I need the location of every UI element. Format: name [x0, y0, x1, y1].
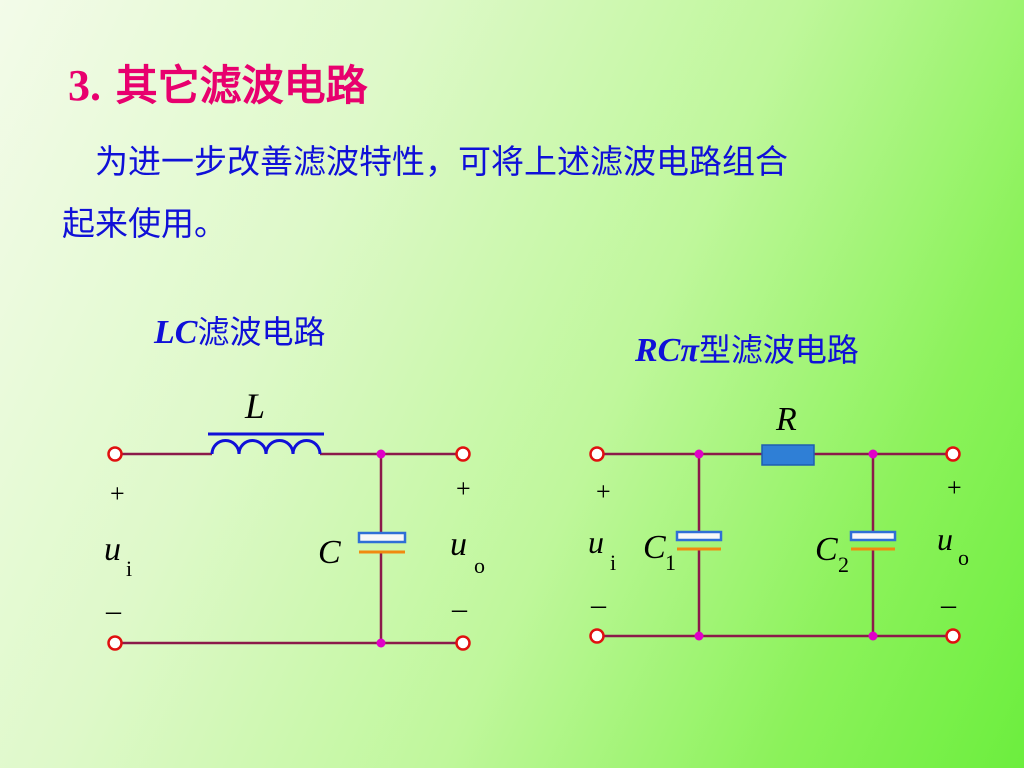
rc-c1-sub: 1	[665, 550, 676, 575]
rc-input-voltage-sub: i	[610, 550, 616, 575]
lc-input-voltage-sub: i	[126, 556, 132, 581]
rc-input-top-terminal	[589, 446, 605, 462]
lc-input-top-terminal	[107, 446, 123, 462]
lc-input-voltage-symbol: u	[104, 531, 121, 568]
lc-top-node	[376, 449, 386, 459]
rc-c2-sub: 2	[838, 552, 849, 577]
lc-capacitor-label: C	[318, 534, 341, 571]
rc-output-top-terminal	[945, 446, 961, 462]
lc-input-plus: +	[110, 479, 125, 508]
lc-wires	[122, 452, 456, 645]
intro-line-2: 起来使用。	[62, 204, 227, 243]
rc-output-voltage-sub: o	[958, 545, 969, 570]
lc-inductor-label: L	[244, 386, 265, 426]
rc-resistor	[761, 444, 815, 466]
rc-input-minus: –	[590, 588, 607, 621]
lc-output-voltage-sub: o	[474, 553, 485, 578]
slide-title: 3. 其它滤波电路	[68, 52, 368, 113]
rc-output-plus: +	[947, 473, 962, 502]
rc-c1-label: C	[643, 529, 666, 566]
rc-output-bottom-terminal	[945, 628, 961, 644]
rc-input-voltage-symbol: u	[588, 524, 604, 560]
lc-filter-circuit: L C + u i – + u o –	[104, 386, 485, 651]
rc-caption-prefix: RCπ	[635, 332, 699, 369]
lc-output-voltage-symbol: u	[450, 526, 467, 563]
lc-caption-rest: 滤波电路	[197, 313, 326, 351]
rc-wires	[604, 452, 946, 638]
lc-bottom-node	[376, 638, 386, 648]
rc-resistor-label: R	[775, 401, 797, 438]
lc-input-bottom-terminal	[107, 635, 123, 651]
title-text: 其它滤波电路	[115, 61, 368, 110]
rc-c2-label: C	[815, 531, 838, 568]
lc-output-minus: –	[451, 592, 468, 625]
lc-inductor-coil	[210, 439, 322, 455]
rc-c1-bottom-node	[694, 631, 704, 641]
rc-c2-bottom-node	[868, 631, 878, 641]
rc-pi-filter-circuit: R C 1 C 2 + u i – + u o –	[588, 401, 969, 644]
rc-output-minus: –	[940, 588, 957, 621]
rc-input-plus: +	[596, 477, 611, 506]
lc-filter-caption: LC滤波电路	[154, 307, 325, 353]
rc-input-bottom-terminal	[589, 628, 605, 644]
rc-c2-top-node	[868, 449, 878, 459]
lc-caption-prefix: LC	[154, 314, 198, 351]
lc-input-minus: –	[105, 594, 122, 627]
rc-output-voltage-symbol: u	[937, 521, 953, 557]
lc-output-top-terminal	[455, 446, 471, 462]
rc-filter-caption: RCπ型滤波电路	[635, 325, 859, 371]
title-number: 3.	[68, 61, 101, 110]
lc-output-plus: +	[456, 474, 471, 503]
rc-c1-top-node	[694, 449, 704, 459]
lc-capacitor-top-plate	[357, 531, 407, 544]
rc-caption-rest: 型滤波电路	[698, 331, 859, 369]
rc-c1-top-plate	[675, 530, 723, 542]
lc-output-bottom-terminal	[455, 635, 471, 651]
intro-line-1: 为进一步改善滤波特性，可将上述滤波电路组合	[95, 142, 788, 181]
rc-c2-top-plate	[849, 530, 897, 542]
